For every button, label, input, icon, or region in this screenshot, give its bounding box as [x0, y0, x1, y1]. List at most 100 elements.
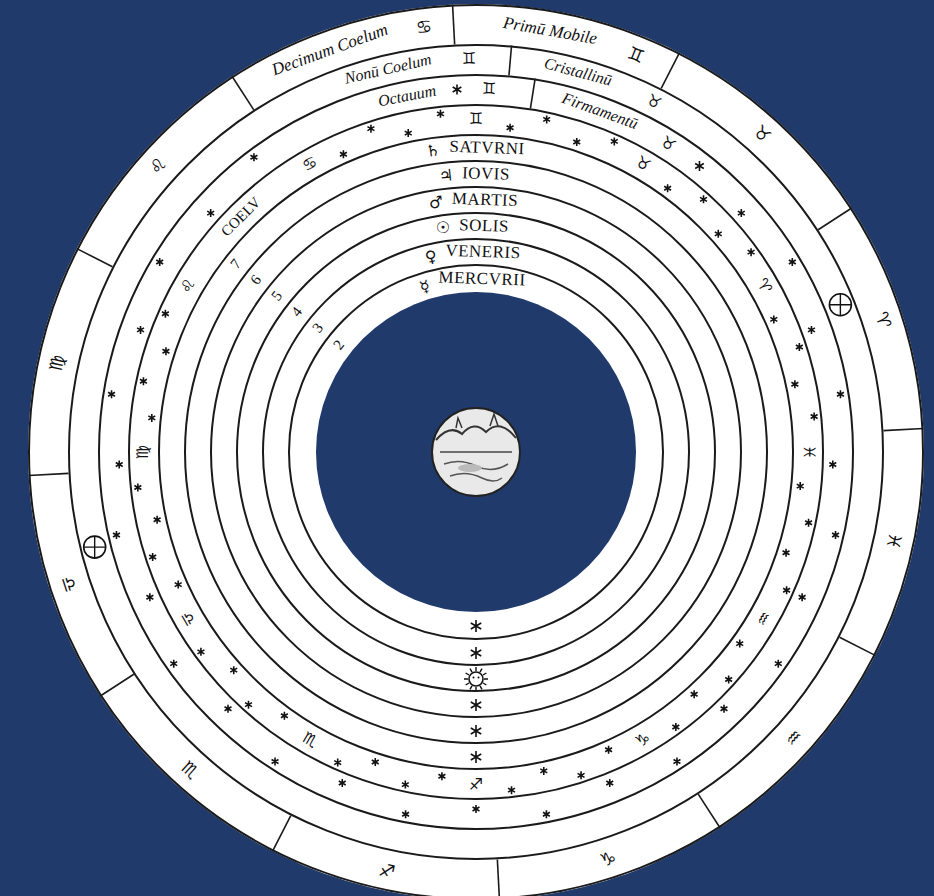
sphere-number: 6 [248, 273, 264, 288]
star-mark [805, 519, 812, 527]
star-mark [148, 414, 155, 422]
star-mark [738, 209, 745, 217]
zodiac-sign: ♉ [750, 122, 774, 146]
star-mark [540, 767, 547, 775]
star-mark [245, 701, 252, 709]
star-mark [367, 125, 374, 133]
sector-divider [509, 46, 512, 76]
star-mark [170, 660, 177, 668]
star-mark [829, 460, 836, 468]
star-mark [405, 129, 412, 137]
star-mark [797, 482, 804, 490]
star-mark [149, 553, 156, 561]
planet-symbol: ♄ [425, 142, 441, 160]
sector-divider [232, 76, 254, 110]
star-mark [340, 150, 347, 158]
celestial-sphere-band: MERCVRII☿2VENERIS♀3SOLIS☉4MARTIS♂5IOVIS♃… [68, 44, 884, 860]
star-mark [789, 258, 796, 266]
star-mark [543, 115, 550, 123]
celestial-sphere-band: MERCVRII☿2 [288, 264, 664, 640]
star-mark [453, 84, 462, 94]
star-mark [225, 705, 232, 713]
zodiac-sign: ♈ [754, 275, 775, 295]
star-mark [725, 676, 732, 684]
sun-face [469, 672, 483, 686]
star-mark [281, 712, 288, 720]
planet-sphere-name: SOLIS [459, 215, 509, 237]
zodiac-sign: ♌ [177, 275, 198, 295]
zodiac-sign: ♐ [469, 777, 483, 793]
planet-symbol: ☿ [418, 278, 432, 296]
zodiac-sign: ♏ [178, 758, 202, 782]
zodiac-sign: ♋ [415, 17, 433, 37]
star-mark [770, 315, 777, 323]
sphere-number: 4 [289, 305, 305, 320]
zodiac-sign: ♊ [462, 51, 477, 67]
star-mark [471, 725, 481, 737]
zodiac-sign: ♊ [625, 44, 647, 67]
star-mark [175, 581, 182, 589]
star-mark [672, 723, 679, 731]
star-mark [796, 343, 803, 351]
star-mark [748, 248, 755, 256]
star-mark [116, 460, 123, 468]
planet-symbol: ☉ [435, 219, 452, 237]
star-mark [695, 161, 704, 171]
star-mark [691, 690, 698, 698]
planet-symbol: ♃ [438, 167, 454, 184]
planet-sphere-name: SATVRNI [449, 137, 525, 160]
star-mark [664, 184, 671, 192]
zodiac-sign: ♋ [299, 153, 319, 174]
earth-cross-symbol [84, 536, 106, 558]
star-mark [471, 699, 481, 711]
star-mark [156, 258, 163, 266]
star-mark [230, 666, 237, 674]
star-mark [437, 110, 444, 118]
star-mark [207, 209, 214, 217]
star-mark [471, 647, 481, 659]
celestial-sphere-band: MERCVRII☿2VENERIS♀3SOLIS☉4MARTIS♂5IOVIS♃… [98, 74, 854, 830]
celestial-sphere-band: MERCVRII☿2VENERIS♀3SOLIS☉4 [236, 212, 716, 692]
sphere-number: 2 [331, 337, 347, 352]
star-mark [250, 153, 257, 161]
star-mark [783, 586, 790, 594]
sphere-number: 5 [268, 289, 284, 304]
planet-symbol: ♂ [428, 194, 445, 212]
zodiac-sign: ♉ [632, 153, 652, 174]
heaven-name: COELV [217, 193, 263, 239]
zodiac-sign: ♊ [481, 81, 496, 97]
star-mark [721, 705, 728, 713]
planet-sphere-name: MARTIS [451, 189, 518, 211]
star-mark [837, 390, 844, 398]
sun-face [473, 677, 475, 679]
sector-divider [273, 816, 291, 852]
earth-cross-symbol [829, 294, 851, 316]
planet-sphere-name: VENERIS [445, 241, 521, 264]
celestial-sphere-band: MERCVRII☿2VENERIS♀3SOLIS☉4MARTIS♂5IOVIS♃… [28, 4, 924, 896]
zodiac-sign: ♉ [644, 91, 664, 112]
star-mark [197, 648, 204, 656]
central-void [316, 292, 636, 612]
celestial-sphere-band: MERCVRII☿2VENERIS♀3SOLIS☉4MARTIS♂5 [210, 186, 742, 718]
star-mark [154, 516, 161, 524]
celestial-sphere-band: MERCVRII☿2VENERIS♀3SOLIS☉4MARTIS♂5IOVIS♃… [184, 160, 768, 744]
sector-divider [698, 794, 720, 828]
star-mark [543, 810, 550, 818]
sphere-number: 7 [227, 257, 243, 272]
star-mark [471, 620, 481, 632]
zodiac-sign: ♐ [377, 860, 397, 881]
sun-face [478, 677, 480, 679]
star-mark [799, 593, 806, 601]
star-mark [791, 380, 798, 388]
zodiac-sign: ♒ [754, 608, 775, 628]
star-mark [162, 347, 169, 355]
star-mark [473, 805, 480, 813]
star-mark [372, 758, 379, 766]
zodiac-sign: ♓ [801, 445, 817, 459]
sphere-number: 3 [309, 321, 325, 336]
heaven-name: Primū Mobile [502, 12, 599, 48]
sector-divider [497, 859, 499, 896]
planet-symbol: ♀ [423, 248, 438, 266]
star-mark [438, 772, 445, 780]
